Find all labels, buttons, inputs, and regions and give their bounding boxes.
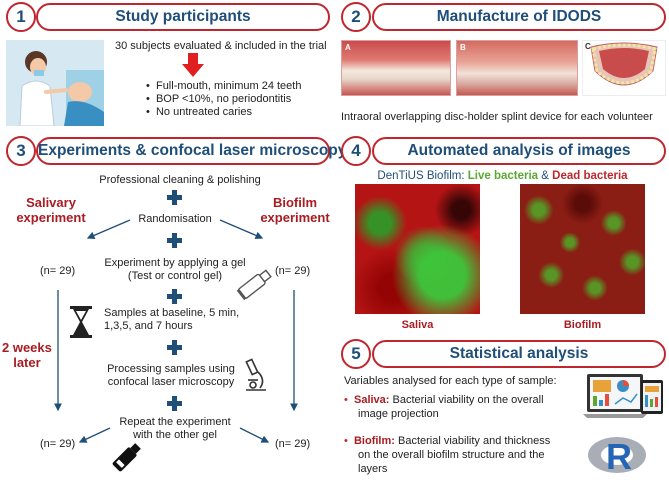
section-4-number: 4 — [341, 136, 371, 166]
hourglass-icon — [70, 306, 92, 338]
gel-tube-icon — [236, 269, 272, 301]
repeat-step: Repeat the experiment with the other gel — [119, 416, 231, 441]
saliva-variable-item: • Saliva: Bacterial viability on the ove… — [344, 394, 544, 420]
biofilm-experiment-label: Biofilm experiment — [260, 195, 330, 225]
n-right-top: (n= 29) — [275, 265, 311, 277]
flow-diagram-lines — [54, 190, 298, 443]
biofilm-image-label: Biofilm — [563, 319, 602, 331]
cleaning-step: Professional cleaning & polishing — [99, 174, 261, 186]
salivary-experiment-label: Salivary experiment — [16, 195, 86, 225]
criteria-item: • BOP <10%, no periodontitis — [146, 93, 292, 105]
saliva-image-label: Saliva — [401, 319, 434, 331]
splint-photo-c: C — [582, 40, 666, 96]
section-1-number: 1 — [6, 2, 36, 32]
n-left-bottom: (n= 29) — [40, 438, 76, 450]
processing-step: Processing samples using confocal laser … — [107, 363, 235, 388]
section-2-title: Manufacture of IDODS — [372, 3, 666, 31]
participants-intro: 30 subjects evaluated & included in the … — [115, 40, 327, 52]
dentius-legend: DenTiUS Biofilm: Live bacteria & Dead ba… — [377, 170, 628, 182]
section-1-title: Study participants — [36, 3, 330, 31]
gel-step: Experiment by applying a gel (Test or co… — [104, 257, 246, 282]
n-right-bottom: (n= 29) — [275, 438, 311, 450]
down-arrow-icon — [182, 53, 204, 77]
r-logo-icon: R — [588, 435, 648, 479]
laptop-dashboard-icon — [583, 374, 663, 418]
section-3-title: Experiments & confocal laser microscopy — [36, 137, 346, 165]
dental-arch-icon — [590, 42, 658, 86]
saliva-confocal-image — [355, 184, 480, 314]
criteria-item: • No untreated caries — [146, 106, 252, 118]
randomisation-step: Randomisation — [138, 213, 212, 225]
biofilm-confocal-image — [520, 184, 645, 314]
n-left-top: (n= 29) — [40, 265, 76, 277]
section-5-number: 5 — [341, 339, 371, 369]
splint-photo-b: B — [456, 40, 578, 96]
gel-tube-dark-icon — [112, 443, 141, 472]
section-5-title: Statistical analysis — [372, 340, 666, 368]
section-2-number: 2 — [341, 2, 371, 32]
splint-caption: Intraoral overlapping disc-holder splint… — [341, 111, 653, 123]
splint-photo-a: A — [341, 40, 451, 96]
biofilm-variable-item: • Biofilm: Bacterial viability and thick… — [344, 435, 551, 475]
criteria-item: • Full-mouth, minimum 24 teeth — [146, 80, 302, 92]
two-weeks-later-label: 2 weeks later — [2, 340, 52, 370]
section-4-title: Automated analysis of images — [372, 137, 666, 165]
section-3-number: 3 — [6, 136, 36, 166]
dentist-illustration-icon — [6, 40, 104, 126]
samples-step: Samples at baseline, 5 min, 1,3,5, and 7… — [104, 307, 240, 332]
variables-intro: Variables analysed for each type of samp… — [344, 375, 557, 387]
microscope-icon — [245, 358, 266, 391]
